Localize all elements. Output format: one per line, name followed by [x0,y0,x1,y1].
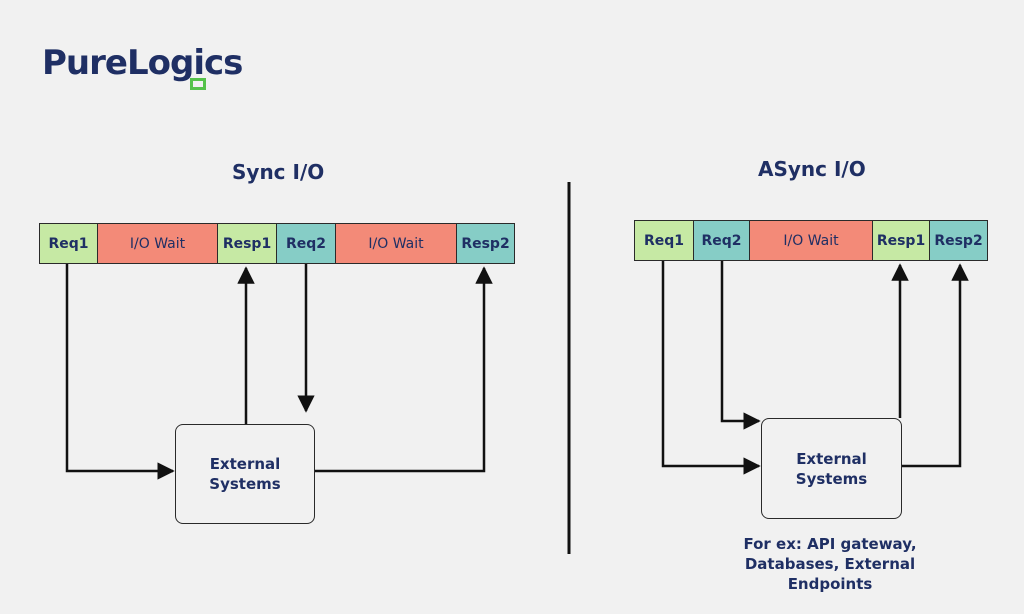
logo-square-icon [190,78,206,90]
async-segment-resp2: Resp2 [929,220,988,261]
sync-arrow-req1-to-system [65,264,175,480]
async-segment-req2: Req2 [693,220,750,261]
sync-title: Sync I/O [232,160,325,184]
note-line1: For ex: API gateway, [743,535,917,553]
external-systems-examples-note: For ex: API gateway, Databases, External… [730,534,930,594]
async-system-label-line2: Systems [795,469,868,488]
async-arrow-req1-to-system [661,261,761,475]
async-system-label-line1: External [796,449,867,468]
sync-system-label-line1: External [209,455,281,473]
async-arrow-req2-to-system [720,261,761,430]
sync-segment-req1: Req1 [39,223,98,264]
sync-segment-io-wait-1: I/O Wait [97,223,218,264]
async-arrow-system-to-resp2 [902,263,969,468]
sync-segment-resp2: Resp2 [456,223,515,264]
note-line3: Endpoints [787,575,873,593]
logo-text: PureLogics [42,43,243,83]
async-title: ASync I/O [758,157,866,181]
async-segment-req1: Req1 [634,220,694,261]
note-line2: Databases, External [744,555,916,573]
sync-arrow-system-to-resp2 [315,266,493,473]
async-external-systems-box: External Systems [761,418,902,519]
sync-external-systems-box: External Systems [175,424,315,524]
sync-segment-io-wait-2: I/O Wait [335,223,457,264]
async-segment-io-wait: I/O Wait [749,220,873,261]
async-segment-resp1: Resp1 [872,220,930,261]
sync-system-label-line2: Systems [209,475,281,493]
brand-logo: PureLogics [42,40,243,96]
